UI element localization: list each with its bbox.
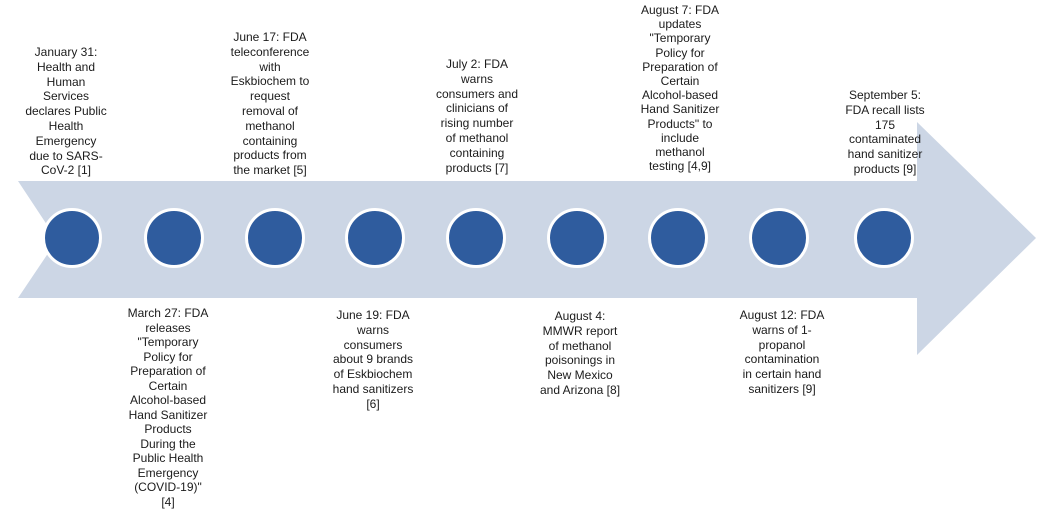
- event-label-august-12: August 12: FDA warns of 1- propanol cont…: [739, 308, 825, 396]
- timeline-node: [648, 208, 708, 268]
- timeline-node: [749, 208, 809, 268]
- timeline-node: [345, 208, 405, 268]
- timeline-node: [144, 208, 204, 268]
- timeline-node: [854, 208, 914, 268]
- arrow-shape: [18, 122, 1036, 355]
- event-label-september-5: September 5: FDA recall lists 175 contam…: [845, 88, 925, 176]
- event-label-july-2: July 2: FDA warns consumers and clinicia…: [435, 57, 519, 175]
- event-label-august-7: August 7: FDA updates "Temporary Policy …: [640, 3, 720, 174]
- event-label-march-27: March 27: FDA releases "Temporary Policy…: [127, 306, 209, 509]
- event-label-january-31: January 31: Health and Human Services de…: [25, 45, 107, 178]
- event-label-august-4: August 4: MMWR report of methanol poison…: [539, 309, 621, 397]
- timeline-node: [547, 208, 607, 268]
- timeline-node: [42, 208, 102, 268]
- timeline-node: [446, 208, 506, 268]
- timeline-nodes: [42, 208, 914, 268]
- timeline-node: [245, 208, 305, 268]
- event-label-june-17: June 17: FDA teleconference with Eskbioc…: [230, 30, 310, 178]
- event-label-june-19: June 19: FDA warns consumers about 9 bra…: [332, 308, 414, 411]
